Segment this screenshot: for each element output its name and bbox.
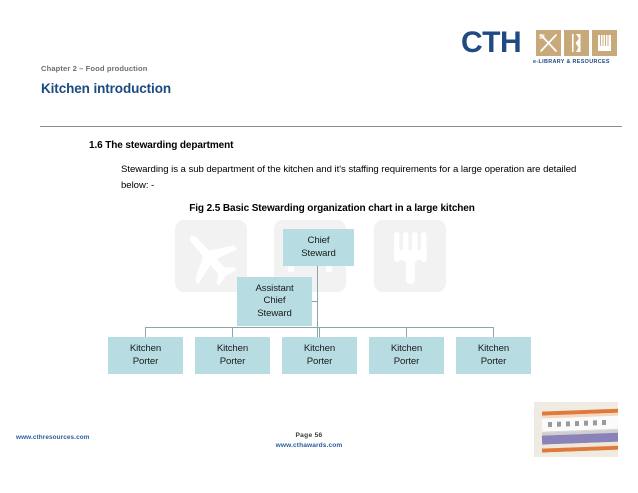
stacked-books-photo xyxy=(534,402,618,457)
connector-chief-trunk xyxy=(317,266,318,338)
cutlery-icon xyxy=(536,30,561,56)
org-node-assistant-chief-steward[interactable]: Assistant Chief Steward xyxy=(237,277,312,326)
figure-caption: Fig 2.5 Basic Stewarding organization ch… xyxy=(189,203,475,214)
connector-porter-drop-0 xyxy=(145,327,146,338)
org-node-kitchen-porter[interactable]: Kitchen Porter xyxy=(108,337,183,374)
org-node-label: Kitchen Porter xyxy=(303,343,336,367)
org-node-label: Chief Steward xyxy=(301,235,336,259)
org-node-label: Kitchen Porter xyxy=(390,343,423,367)
org-node-label: Kitchen Porter xyxy=(216,343,249,367)
logo-wordmark: CTH xyxy=(461,26,522,59)
page-title: Kitchen introduction xyxy=(41,81,171,96)
footer-center: Page 56 www.cthawards.com xyxy=(0,432,638,449)
airplane-icon xyxy=(175,220,247,292)
connector-porter-drop-4 xyxy=(493,327,494,338)
footer-center-url[interactable]: www.cthawards.com xyxy=(275,442,343,449)
body-paragraph: Stewarding is a sub department of the ki… xyxy=(121,164,577,191)
fork-icon xyxy=(374,220,446,292)
connector-porter-drop-1 xyxy=(232,327,233,338)
connector-porter-drop-2 xyxy=(319,327,320,338)
org-node-label: Assistant Chief Steward xyxy=(255,283,294,319)
connector-assistant-stub xyxy=(312,301,318,302)
org-node-kitchen-porter[interactable]: Kitchen Porter xyxy=(282,337,357,374)
connector-porter-drop-3 xyxy=(406,327,407,338)
book-icon xyxy=(592,30,617,56)
header-divider xyxy=(40,126,622,127)
cth-logo: CTH xyxy=(461,28,621,70)
chapter-label: Chapter 2 – Food production xyxy=(41,64,148,73)
page-number: Page 56 xyxy=(295,432,323,439)
logo-tagline: e-LIBRARY & RESOURCES xyxy=(533,59,610,65)
org-node-kitchen-porter[interactable]: Kitchen Porter xyxy=(456,337,531,374)
org-chart: Chief Steward Assistant Chief Steward Ki… xyxy=(0,215,638,380)
org-node-kitchen-porter[interactable]: Kitchen Porter xyxy=(195,337,270,374)
org-node-label: Kitchen Porter xyxy=(129,343,162,367)
section-heading: 1.6 The stewarding department xyxy=(89,140,234,151)
footer-left-url[interactable]: www.cthresources.com xyxy=(16,434,90,441)
chef-icon xyxy=(564,30,589,56)
org-node-chief-steward[interactable]: Chief Steward xyxy=(283,229,354,266)
org-node-kitchen-porter[interactable]: Kitchen Porter xyxy=(369,337,444,374)
org-node-label: Kitchen Porter xyxy=(477,343,510,367)
